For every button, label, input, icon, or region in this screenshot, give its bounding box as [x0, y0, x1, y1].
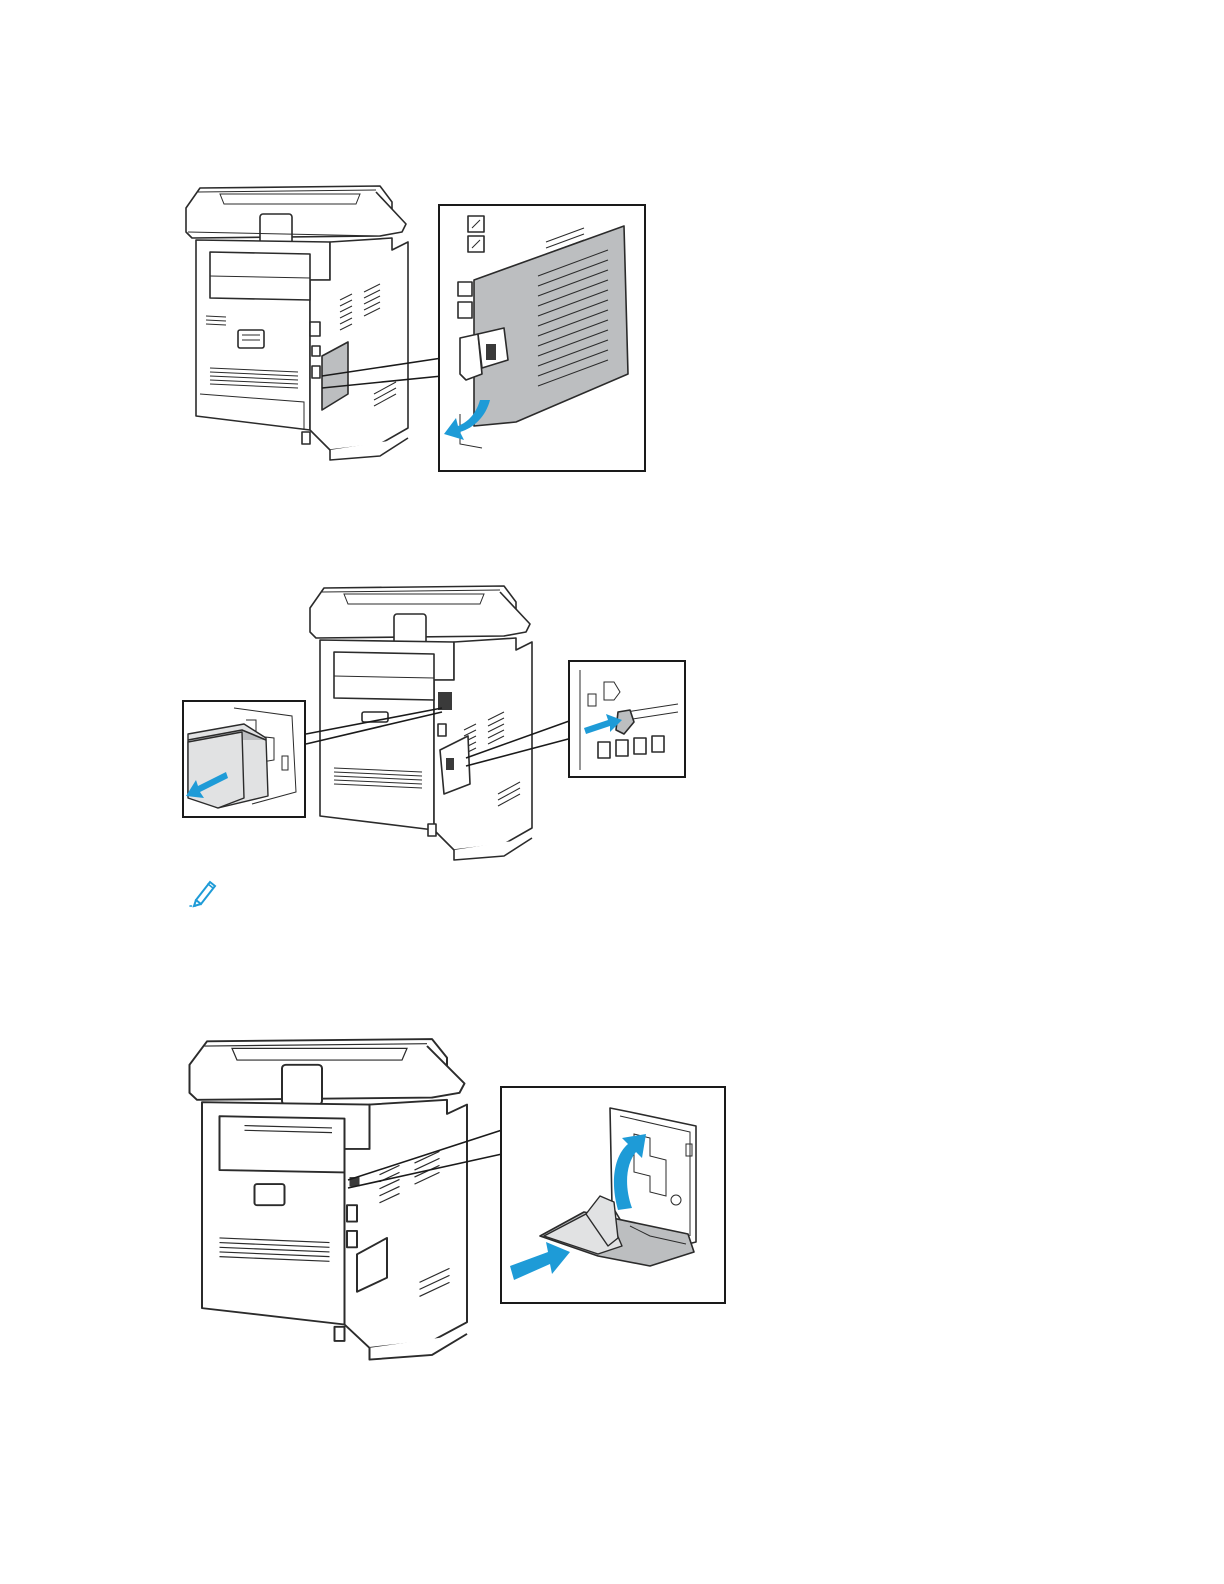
figure-step-3 — [180, 1030, 730, 1355]
module-removal-callout-icon — [182, 700, 306, 820]
pencil-note-icon — [188, 876, 220, 908]
card-install-callout-icon — [500, 1086, 728, 1306]
figure-step-1 — [180, 180, 650, 480]
connector-callout-icon — [568, 660, 688, 780]
rear-cover-callout-icon — [438, 204, 648, 474]
figure-step-2 — [180, 560, 690, 860]
